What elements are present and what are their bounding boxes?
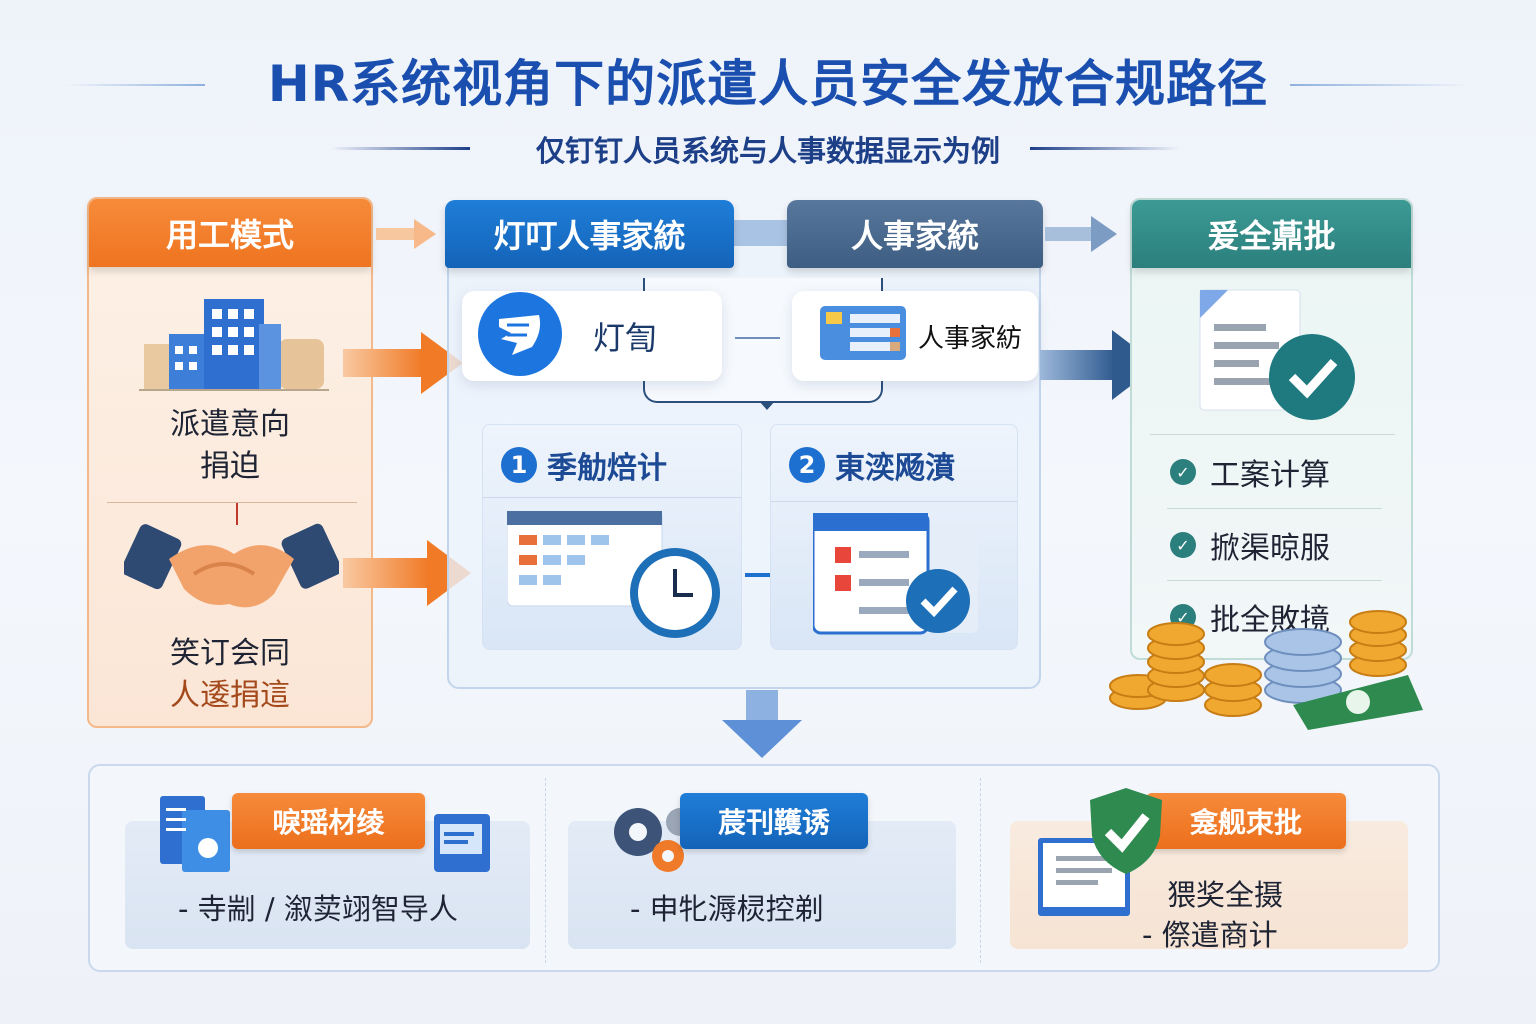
divider-tick [236, 503, 238, 525]
approval-item-label: 工案计算 [1210, 458, 1330, 493]
divider [1167, 580, 1382, 581]
hr-system-card[interactable]: 人事家紡 [792, 291, 1038, 381]
summary-text-line1: 猥奖全摄 [1167, 878, 1284, 912]
bottom-summary-panel: 唳瑶材绫 - 寺剬 / 溆荬翊智导人 莀刊韄诱 - 申牝溽棂控剃 龛舰朿批 猥奖… [88, 764, 1440, 972]
tab-hr-system[interactable]: 人事家統 [787, 200, 1043, 268]
divider [771, 501, 1017, 502]
dispatch-intent-sublabel: 捐迫 [200, 449, 260, 484]
safe-approval-panel: 爰全薡批 ✓工案计算 ✓掀渠晾服 ✓批全敗摬 [1130, 198, 1413, 660]
page-subtitle: 仅钉钉人员系统与人事数据显示为例 [535, 134, 1000, 168]
checklist-icon [811, 511, 983, 642]
approval-item-label: 掀渠晾服 [1210, 531, 1330, 566]
dingtalk-label: 灯訇 [593, 319, 658, 357]
tab-connector [733, 220, 789, 246]
divider [107, 502, 357, 503]
arrow-down-icon [722, 690, 802, 758]
title-decor-left [65, 84, 205, 86]
arrow-right-icon [343, 332, 463, 394]
divider [483, 497, 741, 498]
hr-system-label: 人事家紡 [918, 323, 1023, 354]
document-check-icon [1192, 282, 1372, 426]
step-number: 2 [789, 447, 825, 483]
subtitle-decor-left [330, 147, 470, 150]
handshake-icon [121, 519, 342, 614]
employment-mode-panel: 用工模式 派遣意向 捐迫 笑订会同 人逶捐這 [87, 197, 373, 728]
arrow-right-icon [376, 219, 436, 249]
arrow-right-icon [1045, 216, 1117, 252]
sign-contract-label: 笑订会同 [170, 636, 290, 671]
summary-text: - 寺剬 / 溆荬翊智导人 [178, 892, 458, 926]
approval-item: ✓ 掀渠晾服 [1170, 523, 1330, 567]
divider [980, 778, 981, 963]
check-icon: ✓ [1170, 532, 1196, 558]
check-icon: ✓ [1170, 459, 1196, 485]
page-title: HR系统视角下的派遣人员安全发放合规路径 [267, 55, 1269, 113]
step-number: 1 [501, 447, 537, 483]
connector-line [735, 337, 780, 339]
sign-contract-sublabel: 人逶捐這 [170, 678, 290, 713]
divider [545, 778, 546, 963]
summary-text-line2: - 傺遣商计 [1142, 918, 1278, 952]
file-icon [432, 806, 494, 880]
subtitle-decor-right [1030, 147, 1180, 150]
dingtalk-logo-icon [477, 291, 563, 381]
step-label: 季觔焙计 [547, 451, 667, 486]
title-decor-right [1290, 84, 1470, 86]
summary-tag: 唳瑶材绫 [232, 793, 425, 849]
tab-dingtalk-hr[interactable]: 灯叮人事家統 [445, 200, 734, 268]
coins-money-icon [1108, 610, 1443, 739]
dispatch-intent-label: 派遣意向 [170, 407, 290, 442]
employment-mode-header: 用工模式 [89, 199, 371, 267]
divider [1167, 508, 1382, 509]
hr-form-icon [820, 306, 906, 366]
safe-approval-header: 爰全薡批 [1132, 200, 1411, 268]
summary-tag: 莀刊韄诱 [680, 793, 868, 849]
step-label: 東湙飏濆 [835, 451, 955, 486]
dingtalk-card[interactable]: 灯訇 [462, 291, 722, 381]
summary-tag: 龛舰朿批 [1146, 793, 1346, 849]
approval-item: ✓ 工案计算 [1170, 450, 1330, 494]
step-2-card[interactable]: 2 東湙飏濆 [770, 424, 1018, 650]
calendar-clock-icon [506, 510, 732, 645]
caret-down-icon [759, 401, 775, 410]
documents-icon [160, 796, 235, 880]
step-1-card[interactable]: 1 季觔焙计 [482, 424, 742, 650]
divider [1150, 434, 1395, 435]
office-building-icon [139, 294, 329, 394]
summary-text: - 申牝溽棂控剃 [630, 892, 824, 926]
shield-check-icon [1086, 786, 1166, 880]
